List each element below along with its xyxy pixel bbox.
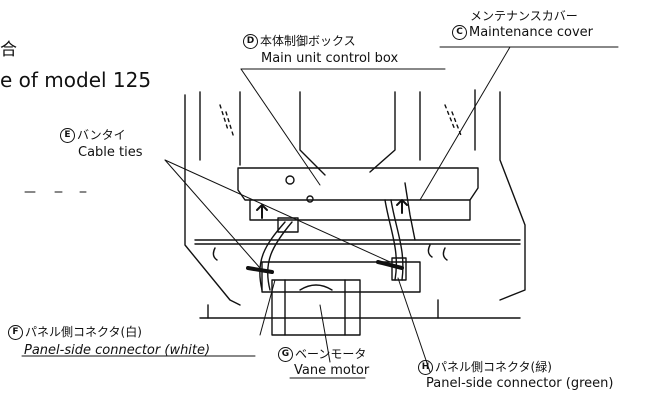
header-partial-jp: 合: [0, 40, 17, 60]
arrow-up: [396, 199, 408, 214]
cable-tie: [246, 266, 274, 274]
callout-marker: C: [452, 25, 467, 40]
control-box-lower: [249, 199, 471, 221]
rail-hook: [212, 244, 448, 261]
leader-line: [164, 159, 391, 263]
connector-housing: [277, 217, 299, 233]
label-jp: パネル側コネクタ(白): [25, 325, 142, 339]
label-en: Main unit control box: [261, 51, 399, 66]
header-partial-en: e of model 125: [0, 68, 152, 92]
label-en: Panel-side connector (green): [426, 376, 614, 391]
leader-line: [240, 68, 321, 186]
leader-line: [259, 279, 276, 336]
leader-line: [319, 304, 331, 363]
panel-line: [299, 91, 326, 176]
leader-line: [419, 46, 511, 201]
label-jp: バンタイ: [77, 128, 126, 142]
connector-bracket: [261, 261, 421, 293]
base-screw: [207, 299, 439, 319]
label-en: Panel-side connector (white): [24, 343, 211, 358]
label-jp: メンテナンスカバー: [470, 9, 578, 23]
hatch-right: [444, 104, 463, 139]
label-jp: パネル側コネクタ(緑): [435, 360, 552, 374]
label-jp: 本体制御ボックス: [260, 34, 356, 48]
label-en: Vane motor: [294, 363, 370, 378]
cable-harness: [390, 199, 404, 281]
leader-line: [164, 159, 261, 269]
control-box-body: [237, 167, 479, 201]
housing-left-edge: [184, 94, 241, 306]
cable-tie: [376, 260, 404, 270]
vane-motor-detail: [299, 284, 333, 291]
callout-marker: D: [243, 34, 258, 49]
control-box-screw: [306, 195, 314, 203]
callout-marker: E: [60, 128, 75, 143]
callout-marker: G: [278, 347, 293, 362]
cable-harness: [259, 221, 286, 291]
leader-line: [397, 277, 431, 373]
maintenance-cover-edge: [404, 182, 416, 241]
hatch-left: [219, 104, 235, 139]
callout-marker: H: [418, 360, 433, 375]
arrow-up: [256, 204, 268, 219]
vane-motor-body: [271, 279, 361, 336]
cable-harness: [384, 199, 398, 281]
control-box-screw: [285, 175, 295, 185]
callout-marker: F: [8, 325, 23, 340]
panel-line: [369, 91, 396, 173]
cable-harness: [266, 221, 293, 291]
label-en: Maintenance cover: [469, 25, 593, 40]
label-en: Cable ties: [78, 145, 143, 160]
label-jp: ベーンモータ: [295, 347, 367, 361]
housing-right-edge: [499, 91, 526, 301]
vane-motor-edge: [284, 279, 346, 336]
